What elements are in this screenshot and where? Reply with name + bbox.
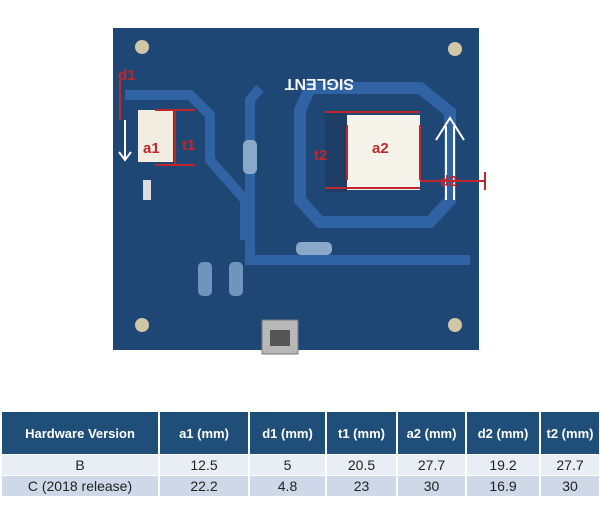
large-loop-outer-trace (245, 84, 470, 265)
table-cell: C (2018 release) (2, 475, 160, 496)
current-arrow-icon (435, 116, 465, 200)
header-t2: t2 (mm) (540, 412, 600, 455)
resistor (229, 262, 243, 296)
table-cell: 23 (326, 475, 398, 496)
table-cell: 19.2 (466, 454, 541, 476)
resistor (243, 140, 257, 174)
table-cell: 27.7 (540, 454, 600, 476)
resistor (296, 242, 332, 255)
mounting-hole (135, 40, 149, 54)
header-d2: d2 (mm) (466, 412, 541, 455)
pcb-photo: SIGLENT d1 a1 t1 a2 t2 d2 (113, 28, 486, 355)
table-header-row: Hardware Version a1 (mm) d1 (mm) t1 (mm)… (2, 412, 600, 455)
table-cell: 12.5 (159, 454, 250, 476)
label-d2: d2 (440, 173, 458, 190)
small-loop-trace (125, 90, 250, 240)
table-cell: 4.8 (249, 475, 327, 496)
mounting-hole (135, 318, 149, 332)
siglent-logo: SIGLENT (284, 75, 354, 92)
table-row: C (2018 release) 22.2 4.8 23 30 16.9 30 (2, 475, 600, 496)
small-loop-window (138, 110, 173, 162)
large-loop-trace (294, 82, 456, 228)
table-cell: 27.7 (397, 454, 467, 476)
table-cell: 20.5 (326, 454, 398, 476)
dimensions-table: Hardware Version a1 (mm) d1 (mm) t1 (mm)… (2, 412, 600, 496)
switch (143, 180, 151, 200)
header-d1: d1 (mm) (249, 412, 327, 455)
resistor (198, 262, 212, 296)
header-a1: a1 (mm) (159, 412, 250, 455)
table-cell: 16.9 (466, 475, 541, 496)
label-t1: t1 (182, 137, 195, 154)
mounting-hole (448, 318, 462, 332)
table-row: B 12.5 5 20.5 27.7 19.2 27.7 (2, 454, 600, 476)
label-a1: a1 (143, 140, 160, 157)
header-t1: t1 (mm) (326, 412, 398, 455)
table-cell: 5 (249, 454, 327, 476)
label-a2: a2 (372, 140, 389, 157)
large-loop-window (345, 115, 420, 190)
label-t2: t2 (314, 147, 327, 164)
table-cell: 30 (397, 475, 467, 496)
usb-port (270, 330, 290, 346)
mounting-hole (448, 42, 462, 56)
table-cell: 30 (540, 475, 600, 496)
header-a2: a2 (mm) (397, 412, 467, 455)
large-loop-window-edge (325, 112, 347, 192)
label-d1: d1 (118, 67, 136, 84)
table-cell: 22.2 (159, 475, 250, 496)
current-arrow-icon (118, 120, 132, 162)
header-hardware-version: Hardware Version (2, 412, 160, 455)
table-cell: B (2, 454, 160, 476)
